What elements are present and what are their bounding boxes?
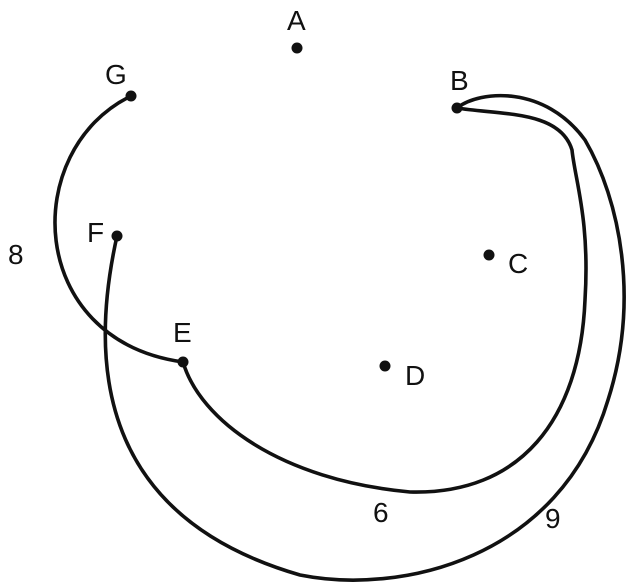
vertex-dot: [111, 230, 123, 242]
vertex-label: D: [405, 360, 425, 391]
vertex-g: G: [105, 59, 137, 102]
vertex-dot: [483, 249, 495, 261]
edge-weight-g-e: 8: [8, 239, 24, 270]
vertex-d: D: [379, 360, 425, 391]
edge-f-b: [103, 93, 626, 582]
vertex-a: A: [287, 5, 306, 54]
vertex-dot: [177, 356, 189, 368]
vertex-label: C: [508, 248, 528, 279]
edge-weight-f-b: 9: [545, 503, 561, 534]
vertex-c: C: [483, 248, 528, 279]
vertex-label: A: [287, 5, 306, 36]
vertex-f: F: [87, 217, 123, 248]
vertex-dot: [291, 42, 303, 54]
vertex-dot: [379, 360, 391, 372]
edge-g-e: [53, 94, 185, 364]
vertex-dot: [451, 102, 463, 114]
vertex-label: B: [450, 65, 469, 96]
vertex-b: B: [450, 65, 469, 114]
edge-weight-e-b: 6: [373, 497, 389, 528]
vertex-label: F: [87, 217, 104, 248]
edge-e-b: [181, 106, 588, 494]
vertex-e: E: [173, 317, 192, 368]
vertex-dot: [125, 90, 137, 102]
vertex-label: G: [105, 59, 127, 90]
vertex-label: E: [173, 317, 192, 348]
